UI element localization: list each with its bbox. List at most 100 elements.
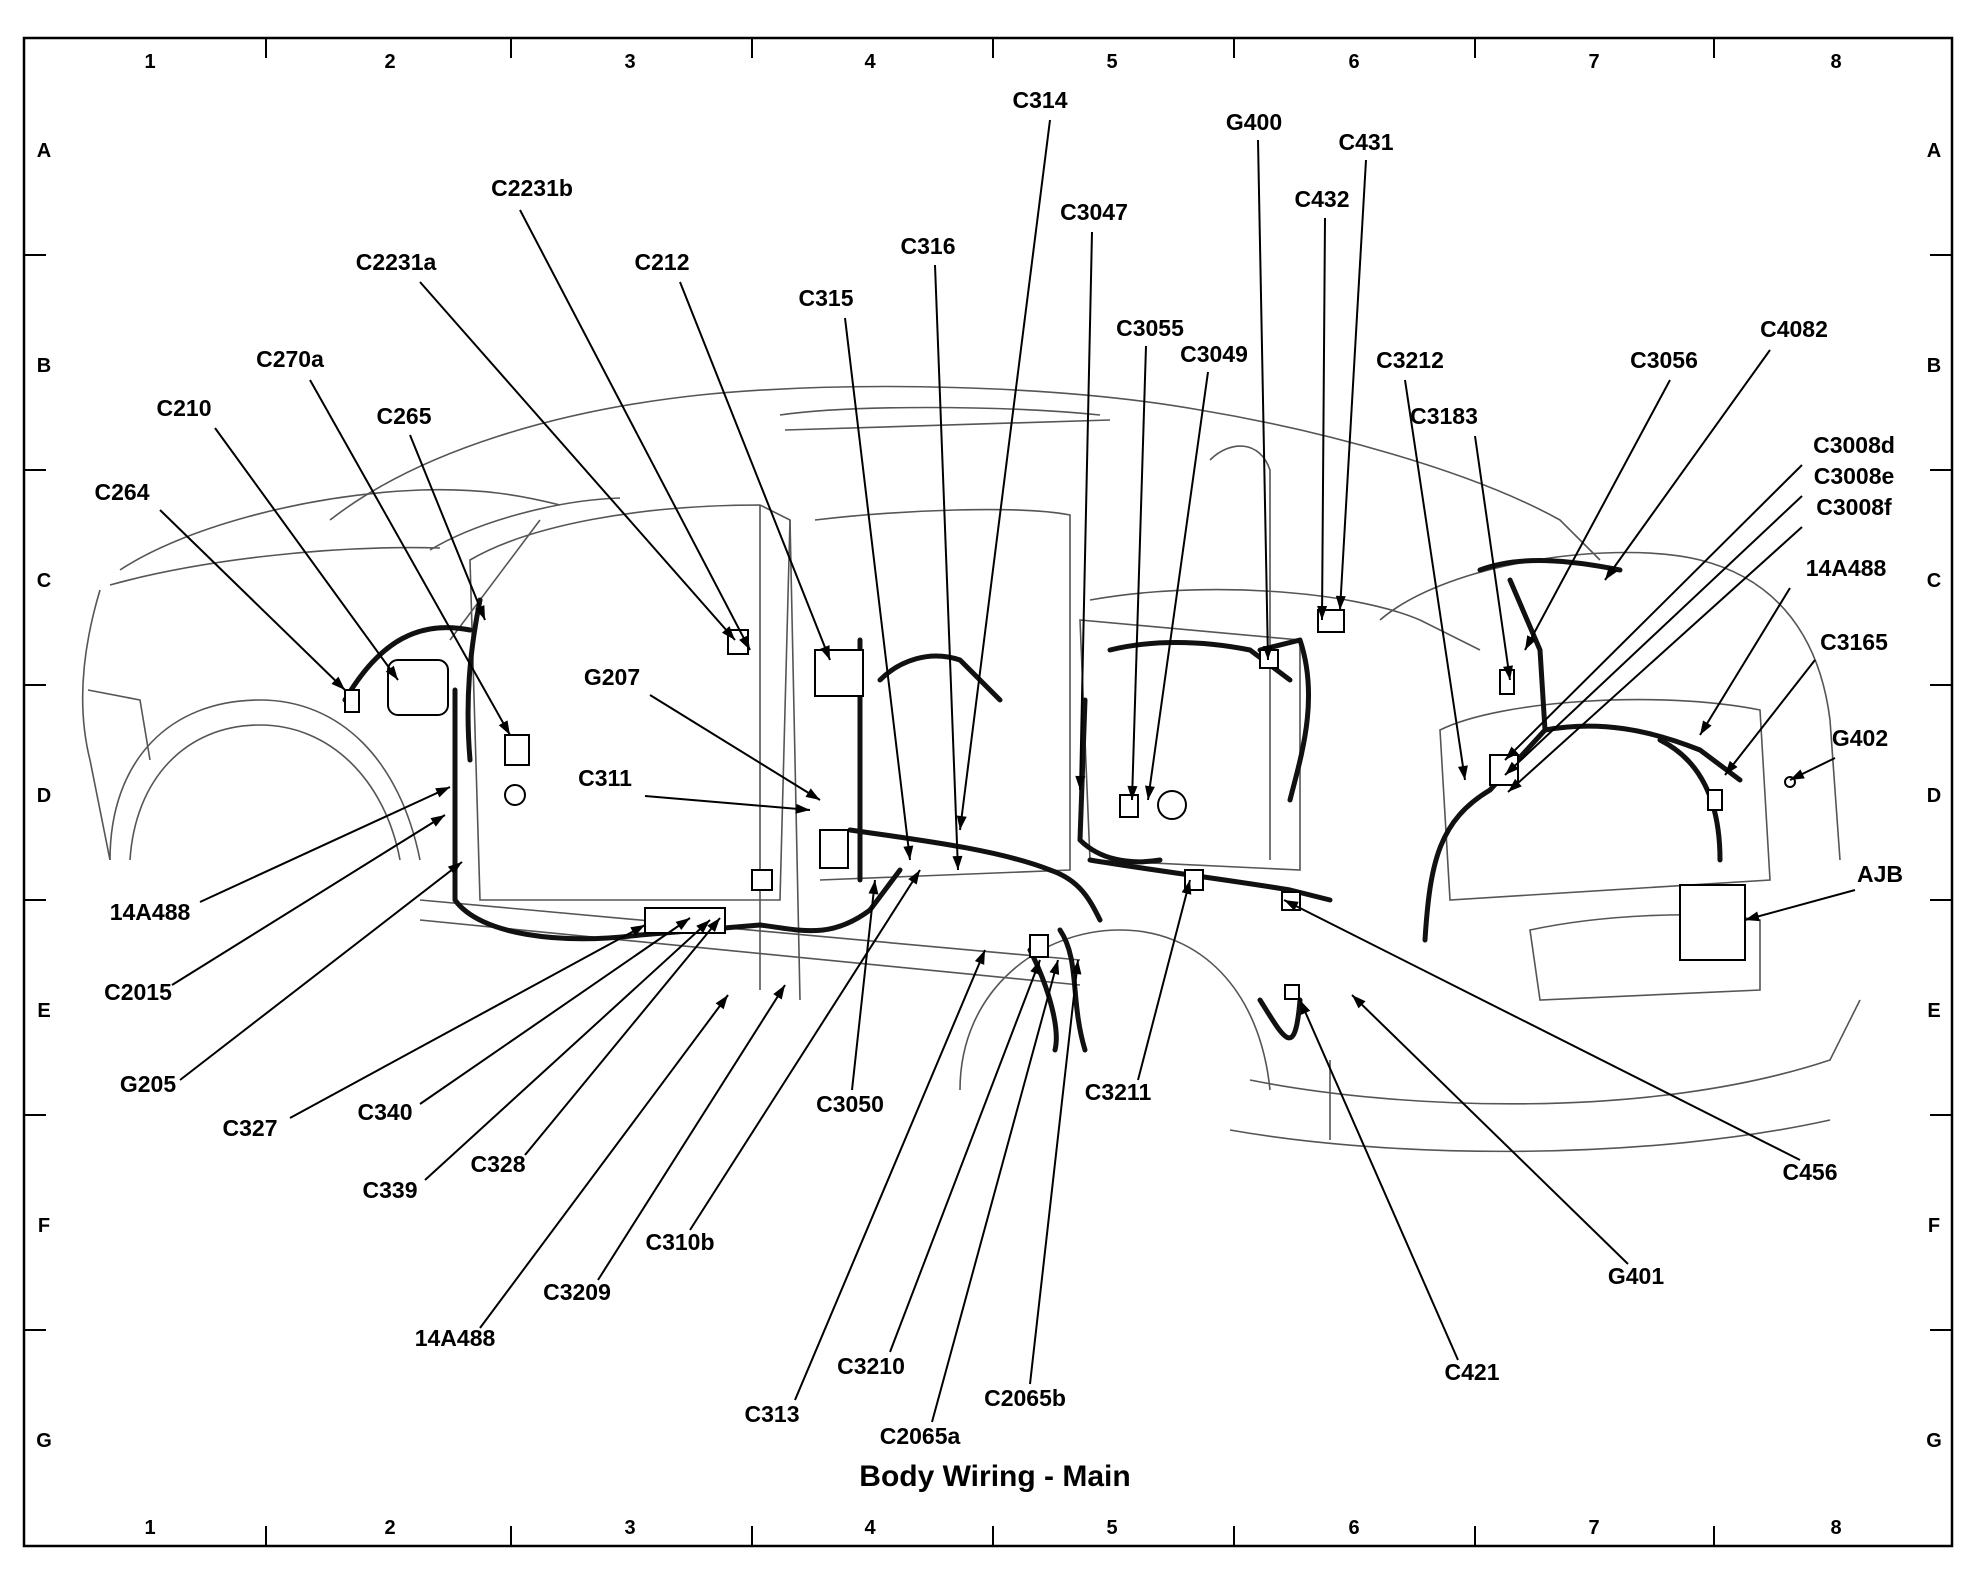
callout-label: C2231a bbox=[356, 249, 437, 275]
callout-leader-line bbox=[1137, 879, 1191, 1081]
callout-arrowhead bbox=[773, 985, 785, 1000]
callout-leader-line bbox=[179, 861, 463, 1081]
callout-arrowhead bbox=[385, 665, 398, 680]
callout-arrowhead bbox=[1725, 760, 1738, 775]
callout-leader-line bbox=[1299, 999, 1459, 1361]
callout-arrowhead bbox=[721, 626, 735, 640]
callout-arrowhead bbox=[1790, 769, 1805, 780]
callout: C3008d bbox=[1504, 432, 1895, 761]
callout-arrowhead bbox=[435, 787, 450, 798]
callout: G205 bbox=[120, 861, 463, 1097]
callout: G207 bbox=[584, 664, 821, 801]
callout-label: C3209 bbox=[543, 1279, 611, 1305]
callout: C314 bbox=[956, 87, 1068, 831]
callout: C3183 bbox=[1410, 403, 1513, 681]
callout-label: C3008f bbox=[1816, 494, 1892, 520]
callout: C3050 bbox=[816, 879, 884, 1117]
grid-column-label-bottom: 3 bbox=[624, 1517, 635, 1539]
callout-leader-line bbox=[1404, 379, 1466, 781]
callout: C311 bbox=[578, 765, 811, 814]
callout: C431 bbox=[1335, 129, 1394, 611]
callout-leader-line bbox=[1524, 379, 1671, 651]
callout-label: 14A488 bbox=[110, 899, 191, 925]
callout-label: C3211 bbox=[1085, 1079, 1152, 1105]
callout-leader-line bbox=[289, 924, 646, 1119]
callout-arrowhead bbox=[331, 676, 345, 690]
callout-label: C3008d bbox=[1813, 432, 1895, 458]
callout: C310b bbox=[645, 869, 921, 1255]
callout-label: C432 bbox=[1295, 186, 1350, 212]
grid-row-label-left: F bbox=[38, 1215, 50, 1237]
callout-arrowhead bbox=[956, 815, 967, 830]
callout-label: G205 bbox=[120, 1071, 176, 1097]
callout-leader-line bbox=[519, 209, 751, 651]
callout: 14A488 bbox=[110, 786, 451, 925]
callout: C264 bbox=[95, 479, 346, 691]
callout-leader-line bbox=[1339, 159, 1367, 611]
callout-label: C212 bbox=[635, 249, 690, 275]
callout-label: G207 bbox=[584, 664, 640, 690]
callout-label: C313 bbox=[745, 1401, 800, 1427]
grid-column-label-top: 2 bbox=[384, 51, 395, 73]
callout: C456 bbox=[1283, 899, 1837, 1185]
callout: C2231a bbox=[356, 249, 736, 641]
callout-leader-line bbox=[309, 379, 511, 736]
callout-label: C3047 bbox=[1060, 199, 1128, 225]
callout-leader-line bbox=[171, 814, 446, 986]
callout: C432 bbox=[1295, 186, 1350, 621]
grid-row-label-left: B bbox=[37, 355, 51, 377]
callout-arrowhead bbox=[1262, 645, 1273, 660]
callout-arrowhead bbox=[739, 635, 750, 650]
callout: C3212 bbox=[1376, 347, 1468, 781]
callout-leader-line bbox=[1131, 345, 1147, 801]
callout: 14A488 bbox=[1699, 555, 1886, 736]
callout-label: C3050 bbox=[816, 1091, 884, 1117]
callout-leader-line bbox=[1147, 371, 1209, 801]
callout-arrowhead bbox=[1503, 665, 1513, 680]
callout-label: C327 bbox=[223, 1115, 278, 1141]
callout-label: AJB bbox=[1857, 861, 1903, 887]
callout-leader-line bbox=[419, 281, 736, 641]
callout: C328 bbox=[471, 917, 721, 1177]
callout: G400 bbox=[1226, 109, 1282, 661]
grid-column-label-bottom: 6 bbox=[1348, 1517, 1359, 1539]
callout-leader-line bbox=[1604, 349, 1771, 581]
callout-label: C3008e bbox=[1814, 463, 1895, 489]
callout: AJB bbox=[1744, 861, 1903, 922]
callout-label: C265 bbox=[377, 403, 432, 429]
grid-column-label-bottom: 7 bbox=[1588, 1517, 1599, 1539]
callout: C4082 bbox=[1604, 316, 1828, 581]
callout-label: G402 bbox=[1832, 725, 1888, 751]
callout-arrowhead bbox=[1181, 880, 1192, 895]
callout: C3049 bbox=[1144, 341, 1248, 801]
callout: C316 bbox=[901, 233, 963, 871]
callout-label: C311 bbox=[578, 765, 632, 791]
callout-arrowhead bbox=[820, 645, 830, 660]
callout-leader-line bbox=[1351, 994, 1629, 1265]
callout-arrowhead bbox=[805, 788, 820, 800]
callout-arrowhead bbox=[1075, 775, 1086, 790]
callout-label: 14A488 bbox=[415, 1325, 496, 1351]
callout-leader-line bbox=[419, 917, 691, 1105]
callout-leader-line bbox=[851, 879, 876, 1091]
callout-arrowhead bbox=[1505, 761, 1519, 775]
diagram-title: Body Wiring - Main bbox=[859, 1460, 1130, 1493]
callout-label: C3165 bbox=[1820, 629, 1888, 655]
callout-label: C328 bbox=[471, 1151, 526, 1177]
callout-leader-line bbox=[649, 694, 821, 801]
callout-arrowhead bbox=[1505, 746, 1519, 760]
callout: C3055 bbox=[1116, 315, 1184, 801]
callout-leader-line bbox=[689, 869, 921, 1231]
callout-label: C3055 bbox=[1116, 315, 1184, 341]
callout: C3165 bbox=[1724, 629, 1888, 776]
callout-label: C3210 bbox=[837, 1353, 905, 1379]
callout-arrowhead bbox=[1745, 911, 1760, 922]
callout-arrowhead bbox=[1049, 960, 1060, 975]
callout: 14A488 bbox=[415, 994, 729, 1351]
callout-leader-line bbox=[844, 317, 911, 861]
callout-leader-line bbox=[1507, 526, 1803, 793]
callout: C3056 bbox=[1524, 347, 1698, 651]
grid-column-label-bottom: 5 bbox=[1106, 1517, 1117, 1539]
grid-column-label-bottom: 2 bbox=[384, 1517, 395, 1539]
